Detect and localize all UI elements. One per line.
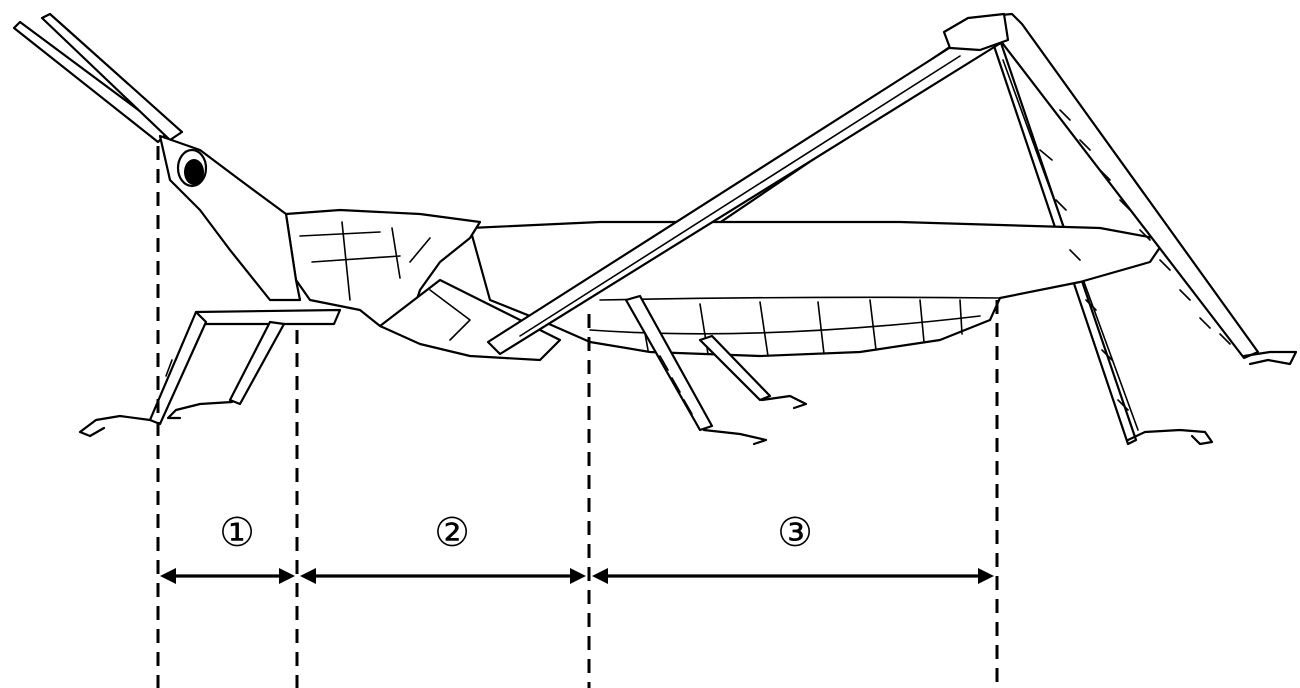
segment-labels: ① ② ③: [219, 510, 813, 556]
hind-leg-near: [488, 14, 1296, 410]
arrow-segment-3: [592, 568, 994, 584]
segment-label-2: ②: [434, 510, 470, 556]
antennae: [14, 14, 182, 142]
arrow-segment-2: [300, 568, 586, 584]
segment-label-3: ③: [777, 510, 813, 556]
arrow-segment-1: [160, 568, 295, 584]
segment-arrows: [160, 568, 994, 584]
head: [160, 136, 300, 300]
segment-label-1: ①: [219, 510, 255, 556]
grasshopper-illustration: [14, 14, 1296, 444]
front-legs: [80, 310, 340, 436]
